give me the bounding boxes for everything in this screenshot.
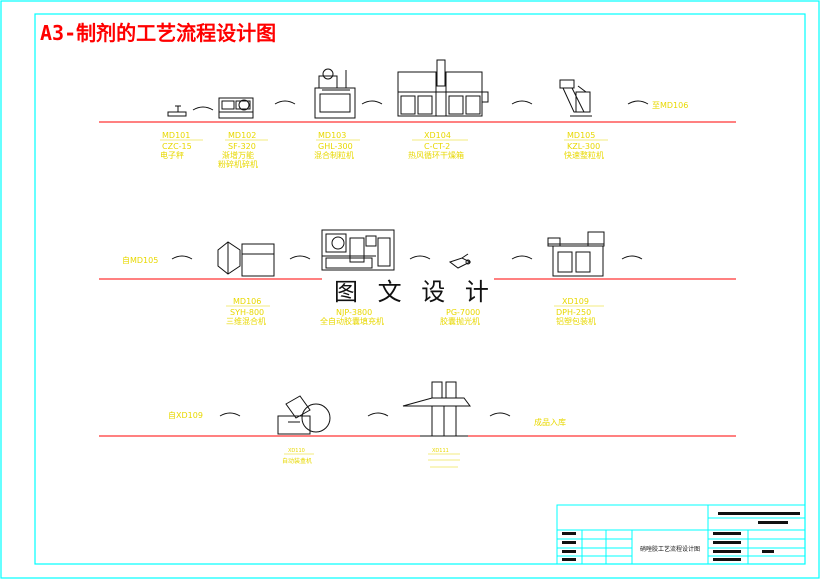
inner-frame xyxy=(34,13,806,565)
flow-arc xyxy=(219,412,241,417)
final-machine-drawing xyxy=(402,381,471,437)
three-dim-mixer-drawing xyxy=(217,241,275,277)
sheet-title: A3-制剂的工艺流程设计图 xyxy=(40,21,276,45)
machine-model: CZC-15 xyxy=(162,142,192,151)
flow-arc xyxy=(489,412,511,417)
machine-code: MD103 xyxy=(318,131,346,140)
machine-model: C-CT-2 xyxy=(424,142,450,151)
flow-arc xyxy=(621,255,643,260)
capsule-filler-drawing xyxy=(321,229,395,271)
flow-arc xyxy=(511,255,533,260)
machine-name: 自动装盒机 xyxy=(282,457,312,465)
machine-model: KZL-300 xyxy=(567,142,600,151)
flow-start-note: 自XD109 xyxy=(168,410,203,420)
flow-start-note: 自MD105 xyxy=(122,255,158,265)
machine-name: 电子秤 xyxy=(160,150,184,160)
flow-arc xyxy=(192,106,214,111)
machine-code: XD109 xyxy=(562,297,589,306)
machine-code: XD111 xyxy=(432,448,449,454)
flow-arc xyxy=(367,412,389,417)
flow-arc xyxy=(627,100,649,105)
mixer-granulator-drawing xyxy=(314,68,356,119)
machine-name: 热风循环干燥箱 xyxy=(408,150,464,160)
title-block xyxy=(556,504,806,565)
machine-model: SYH-800 xyxy=(230,308,264,317)
flow-arc xyxy=(274,100,296,105)
drawing-name: 硝唑胶工艺流程设计图 xyxy=(640,545,700,553)
flow-end-note: 至MD106 xyxy=(652,101,688,110)
machine-code: MD106 xyxy=(233,297,261,306)
drying-oven-drawing xyxy=(397,59,489,117)
flow-arc xyxy=(511,100,533,105)
flow-arc xyxy=(171,255,193,260)
machine-name: 铝塑包装机 xyxy=(556,316,596,326)
machine-code: MD105 xyxy=(567,131,595,140)
flow-arc xyxy=(361,100,383,105)
machine-model: DPH-250 xyxy=(556,308,591,317)
machine-name: 全自动胶囊填充机 xyxy=(320,316,384,326)
crusher-drawing xyxy=(218,97,254,119)
machine-name: 胶囊抛光机 xyxy=(440,316,480,326)
machine-model: SF-320 xyxy=(228,142,256,151)
watermark-text: 图 文 设 计 xyxy=(334,278,495,306)
machine-code: MD102 xyxy=(228,131,256,140)
machine-name: 混合制粒机 xyxy=(314,150,354,160)
title-block-fills xyxy=(562,512,800,561)
machine-code: XD110 xyxy=(288,448,305,454)
machine-name: 快速整粒机 xyxy=(564,150,604,160)
capsule-polisher-drawing xyxy=(448,253,472,269)
machine-name: 渐增万能 xyxy=(222,150,254,160)
machine-name-line2: 粉碎机碎机 xyxy=(218,159,258,169)
machine-model: NJP-3800 xyxy=(336,308,372,317)
flow-arc xyxy=(409,255,431,260)
flow-end-note: 成品入库 xyxy=(534,417,566,427)
machine-code: MD101 xyxy=(162,131,190,140)
machine-code: XD104 xyxy=(424,131,451,140)
machine-model: GHL-300 xyxy=(318,142,353,151)
machine-name: 三维混合机 xyxy=(226,316,266,326)
watermark-backdrop xyxy=(322,272,494,308)
machine-model: PG-7000 xyxy=(446,308,480,317)
flow-arc xyxy=(289,255,311,260)
granulator-drawing xyxy=(559,79,592,117)
cartoner-drawing xyxy=(277,395,331,435)
electronic-scale-drawing xyxy=(167,105,187,117)
blister-packer-drawing xyxy=(547,231,605,277)
